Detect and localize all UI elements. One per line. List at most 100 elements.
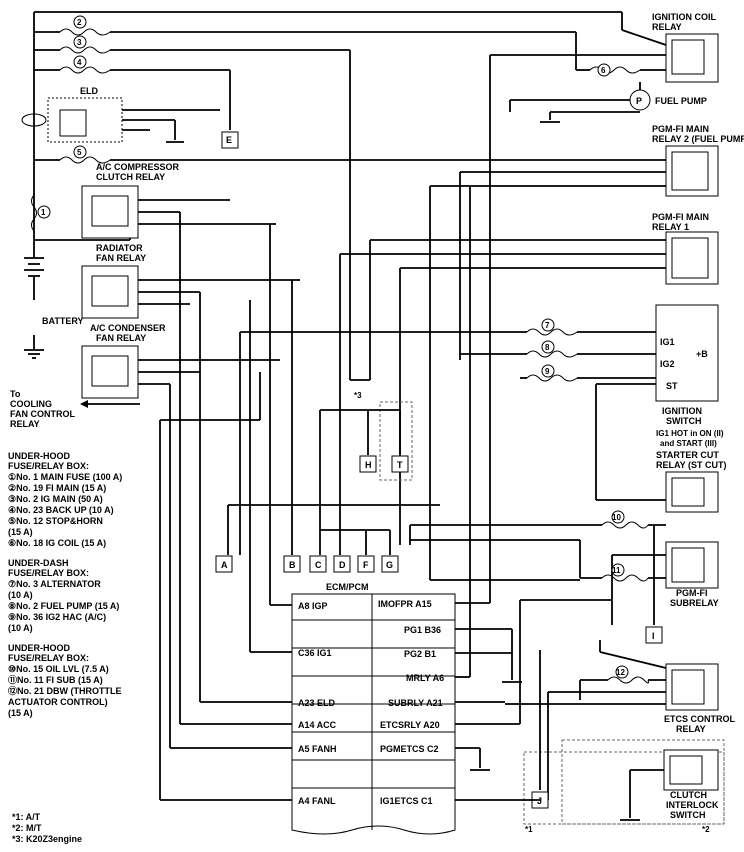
ground-sensor-icon xyxy=(21,113,47,127)
uh1-title2: FUSE/RELAY BOX: xyxy=(8,461,89,471)
sub-line2: SUBRELAY xyxy=(670,598,719,608)
connector-g-label: G xyxy=(386,560,393,570)
uh1-item6: ⑥No. 18 IG COIL (15 A) xyxy=(8,538,106,548)
main1-line1: PGM-FI MAIN xyxy=(652,212,709,222)
ecm-pin-a23: A23 ELD xyxy=(298,698,336,708)
ig2-label: IG2 xyxy=(660,359,675,369)
legend: UNDER-HOOD FUSE/RELAY BOX: ①No. 1 MAIN F… xyxy=(8,451,122,844)
ecm-pin-a8: A8 IGP xyxy=(298,601,328,611)
ac-comp-line1: A/C COMPRESSOR xyxy=(96,162,180,172)
ecm-pcm: ECM/PCM A8 IGP C36 IG1 A23 ELD A14 ACC A… xyxy=(291,582,456,835)
ac-cond-line1: A/C CONDENSER xyxy=(90,323,166,333)
fuse-11: 11 xyxy=(601,563,649,582)
sub-line1: PGM-FI xyxy=(676,588,708,598)
fuse-6-label: 6 xyxy=(601,66,606,75)
fuse-12-label: 12 xyxy=(616,668,625,677)
ecm-pin-a6: MRLY A6 xyxy=(406,673,444,683)
etcs-line1: ETCS CONTROL xyxy=(664,714,736,724)
uh2-item0: ⑩No. 15 OIL LVL (7.5 A) xyxy=(8,664,109,674)
ud-item4: (10 A) xyxy=(8,623,33,633)
uh2-item3: ACTUATOR CONTROL) xyxy=(8,697,108,707)
ac-condenser-fan-relay: A/C CONDENSER FAN RELAY xyxy=(80,323,280,408)
connector-f: F xyxy=(320,529,391,573)
connector-h-label: H xyxy=(365,460,372,470)
ac-cond-line2: FAN RELAY xyxy=(96,333,146,343)
ecm-pin-b36: PG1 B36 xyxy=(404,625,441,635)
connector-d-label: D xyxy=(339,560,346,570)
ecm-pin-c2: PGMETCS C2 xyxy=(380,744,439,754)
stcut-line2: RELAY (ST CUT) xyxy=(656,460,727,470)
uh1-item1: ②No. 19 FI MAIN (15 A) xyxy=(8,483,106,493)
etcs-control-relay: ETCS CONTROL RELAY xyxy=(505,640,736,800)
ign-sw-line1: IGNITION xyxy=(662,406,702,416)
connector-i: I xyxy=(645,626,663,644)
ign-coil-line1: IGNITION COIL xyxy=(652,12,717,22)
fuse-10: 10 xyxy=(601,510,649,529)
fuse-3: 3 xyxy=(59,35,111,54)
fuse-5-label: 5 xyxy=(77,148,82,157)
eld-label: ELD xyxy=(80,86,99,96)
note-2: *2: M/T xyxy=(12,823,42,833)
connector-i-label: I xyxy=(652,631,655,641)
connector-b: B xyxy=(283,280,301,573)
uh2-item2: ⑫No. 21 DBW (THROTTLE xyxy=(8,685,122,696)
connector-e: E xyxy=(221,131,239,149)
fuse-9-label: 9 xyxy=(545,367,550,376)
power-bus xyxy=(33,11,623,380)
ecm-pin-a21: SUBRLY A21 xyxy=(388,698,443,708)
ud-title1: UNDER-DASH xyxy=(8,558,69,568)
fuse-4: 4 xyxy=(59,55,111,74)
fuse-1: 1 xyxy=(31,194,51,232)
ecm-pin-a15: IMOFPR A15 xyxy=(378,599,432,609)
fuse-5: 5 xyxy=(59,145,111,164)
fuse-1-label: 1 xyxy=(41,208,46,217)
ac-compressor-relay: A/C COMPRESSOR CLUTCH RELAY xyxy=(81,162,276,239)
stcut-line1: STARTER CUT xyxy=(656,450,719,460)
clutch-line3: SWITCH xyxy=(670,810,706,820)
fuse-7-label: 7 xyxy=(545,321,550,330)
ud-item0: ⑦No. 3 ALTERNATOR xyxy=(8,579,101,589)
main2-line1: PGM-FI MAIN xyxy=(652,124,709,134)
pgmfi-main-relay-2: PGM-FI MAIN RELAY 2 (FUEL PUMP) xyxy=(429,124,744,580)
ecm-title: ECM/PCM xyxy=(326,582,369,592)
ign-sw-line3: IG1 HOT in ON (II) xyxy=(656,429,724,438)
ecm-left-wiring xyxy=(159,212,292,801)
fuse-10-label: 10 xyxy=(612,513,621,522)
etcs-line2: RELAY xyxy=(676,724,706,734)
battery-label: BATTERY xyxy=(42,316,84,326)
uh1-item3: ④No. 23 BACK UP (10 A) xyxy=(8,505,114,515)
ud-item2: ⑧No. 2 FUEL PUMP (15 A) xyxy=(8,601,119,611)
fuse-4-label: 4 xyxy=(77,58,82,67)
uh2-title1: UNDER-HOOD xyxy=(8,643,70,653)
fuse-11-label: 11 xyxy=(612,566,621,575)
uh1-title1: UNDER-HOOD xyxy=(8,451,70,461)
uh1-item4: ⑤No. 12 STOP&HORN xyxy=(8,516,103,526)
star2-label: *2 xyxy=(702,825,710,834)
fuse-6: 6 xyxy=(589,63,641,77)
fuse-7: 7 xyxy=(526,318,578,336)
ecm-pin-a14: A14 ACC xyxy=(298,720,337,730)
connector-g: G xyxy=(381,555,399,573)
uh2-item4: (15 A) xyxy=(8,708,33,718)
connector-a: A xyxy=(215,555,233,573)
uh2-title2: FUSE/RELAY BOX: xyxy=(8,653,89,663)
cooling-line3: FAN CONTROL xyxy=(10,409,75,419)
fuse-2-label: 2 xyxy=(77,18,82,27)
note-3: *3: K20Z3engine xyxy=(12,834,82,844)
eld: ELD xyxy=(47,86,220,143)
ac-comp-line2: CLUTCH RELAY xyxy=(96,172,165,182)
fuse-3-label: 3 xyxy=(77,38,82,47)
uh1-item2: ③No. 2 IG MAIN (50 A) xyxy=(8,494,103,504)
clutch-line1: CLUTCH xyxy=(670,790,707,800)
ecm-pin-c36: C36 IG1 xyxy=(298,648,332,658)
radiator-line1: RADIATOR xyxy=(96,243,143,253)
connector-t-label: T xyxy=(397,460,403,470)
ecm-right-wiring xyxy=(430,186,612,801)
ecm-pin-a20: ETCSRLY A20 xyxy=(380,720,440,730)
star3-label: *3 xyxy=(354,391,362,400)
connector-d: D xyxy=(333,555,351,573)
pgmfi-main-relay-1: PGM-FI MAIN RELAY 1 xyxy=(339,212,719,555)
uh1-item5: (15 A) xyxy=(8,527,33,537)
